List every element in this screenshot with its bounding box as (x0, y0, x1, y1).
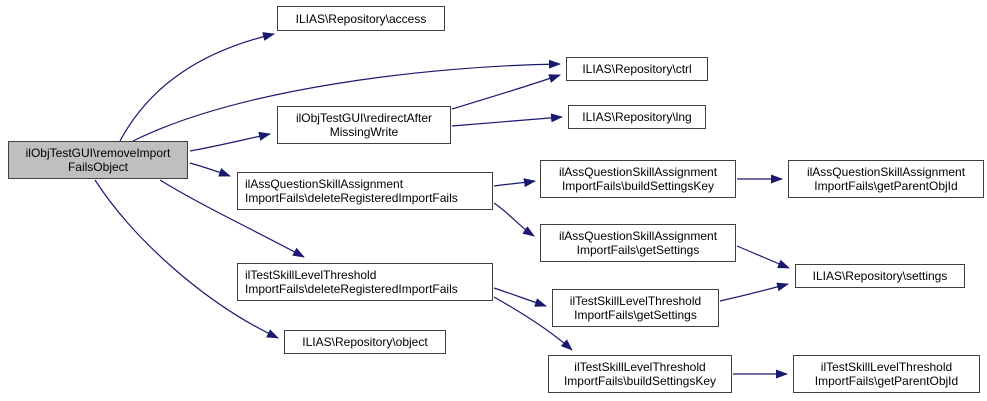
node-access[interactable]: ILIAS\Repository\access (277, 6, 445, 31)
edge-root-to-testDeleteRegisteredImportFails (159, 179, 305, 258)
edge-root-to-assDeleteRegisteredImportFails (189, 162, 231, 177)
node-object[interactable]: ILIAS\Repository\object (284, 330, 446, 354)
node-assBuildSettingsKey[interactable]: ilAssQuestionSkillAssignment ImportFails… (540, 160, 736, 198)
node-removeImportFailsObject: ilObjTestGUI\removeImport FailsObject (8, 141, 188, 179)
edge-assDeleteRegisteredImportFails-to-assGetSettings (493, 202, 535, 237)
edge-testDeleteRegisteredImportFails-to-testGetSettings (493, 287, 547, 307)
edge-assDeleteRegisteredImportFails-to-assBuildSettingsKey (493, 178, 536, 188)
node-settings[interactable]: ILIAS\Repository\settings (795, 264, 965, 288)
edge-root-to-ctrl (132, 59, 561, 142)
node-testDeleteRegisteredImportFails[interactable]: ilTestSkillLevelThreshold ImportFails\de… (237, 263, 493, 301)
node-assGetParentObjId[interactable]: ilAssQuestionSkillAssignment ImportFails… (788, 160, 984, 198)
node-testBuildSettingsKey[interactable]: ilTestSkillLevelThreshold ImportFails\bu… (548, 355, 732, 393)
edge-testDeleteRegisteredImportFails-to-testBuildSettingsKey (493, 296, 573, 351)
node-ctrl[interactable]: ILIAS\Repository\ctrl (566, 57, 708, 81)
edge-redirectAfterMissingWrite-to-lng (451, 113, 563, 127)
edge-testGetSettings-to-settings (719, 282, 789, 302)
node-testGetParentObjId[interactable]: ilTestSkillLevelThreshold ImportFails\ge… (793, 355, 980, 393)
node-lng[interactable]: ILIAS\Repository\lng (568, 105, 706, 129)
node-assDeleteRegisteredImportFails[interactable]: ilAssQuestionSkillAssignment ImportFails… (237, 172, 493, 210)
edge-root-to-object (94, 179, 279, 339)
edge-redirectAfterMissingWrite-to-ctrl (451, 74, 561, 110)
edge-root-to-access (119, 32, 275, 142)
edge-assGetSettings-to-settings (736, 245, 790, 269)
node-testGetSettings[interactable]: ilTestSkillLevelThreshold ImportFails\ge… (552, 289, 719, 327)
node-assGetSettings[interactable]: ilAssQuestionSkillAssignment ImportFails… (540, 224, 736, 262)
edge-root-to-redirectAfterMissingWrite (189, 131, 271, 152)
node-redirectAfterMissingWrite[interactable]: ilObjTestGUI\redirectAfter MissingWrite (277, 106, 451, 144)
